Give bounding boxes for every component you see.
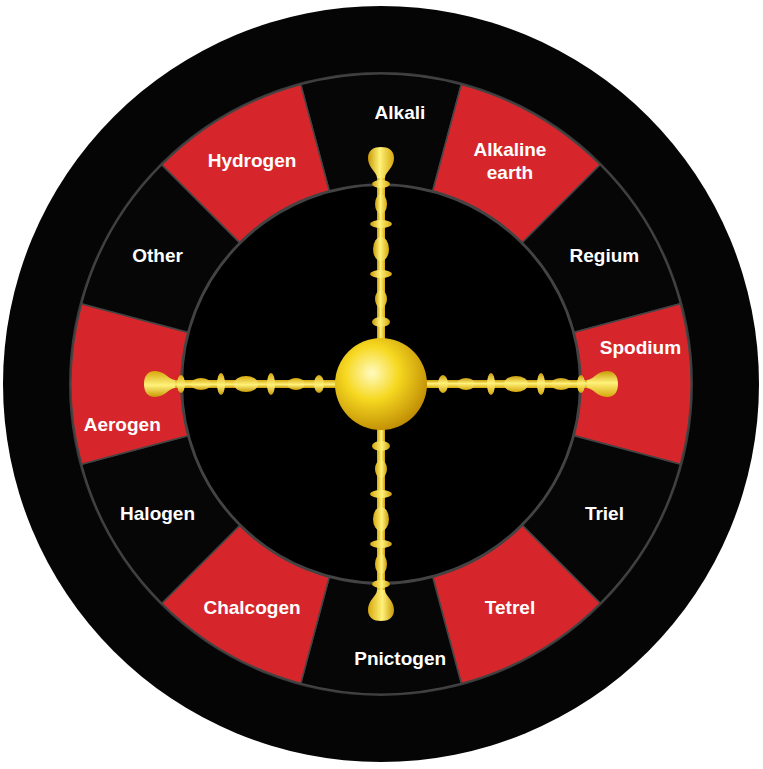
turret-hub	[335, 338, 427, 430]
sector-label: Pnictogen	[354, 647, 446, 670]
sector-label: Chalcogen	[203, 596, 300, 619]
sector-label: Halogen	[120, 502, 195, 525]
sector-label: Tetrel	[485, 596, 535, 619]
sector-label: Hydrogen	[208, 149, 297, 172]
sector-label: Regium	[570, 244, 640, 267]
ring-edge	[70, 73, 692, 695]
sector-fill	[522, 165, 680, 332]
sector-fill	[162, 85, 329, 243]
outer-rim	[3, 6, 759, 762]
sector-label: Spodium	[600, 336, 681, 359]
sector-fill	[433, 525, 600, 683]
sector-label: Other	[132, 244, 183, 267]
sector-label: Triel	[585, 502, 624, 525]
sector-fill	[82, 436, 240, 603]
sector-label: Alkali	[375, 101, 426, 124]
wheel-sector: Hydrogen	[159, 82, 332, 245]
sector-label: Aerogen	[84, 413, 161, 436]
sector-label: Alkaline earth	[455, 138, 565, 184]
